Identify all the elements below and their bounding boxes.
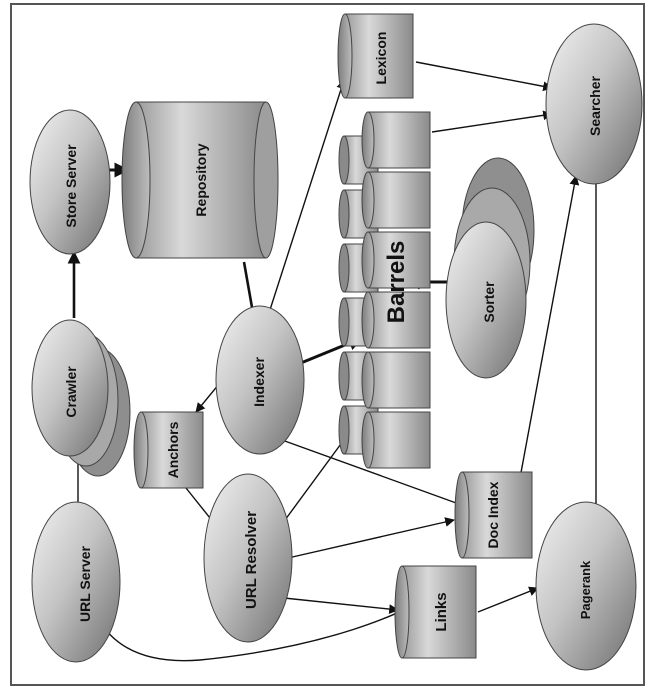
label-repository: Repository	[193, 143, 209, 216]
label-crawler: Crawler	[63, 366, 79, 418]
label-store-server: Store Server	[63, 144, 79, 228]
label-indexer: Indexer	[251, 357, 267, 407]
arrow-indexer-to-docindex	[281, 439, 471, 510]
label-pagerank: Pagerank	[578, 560, 593, 619]
label-url-resolver: URL Resolver	[243, 511, 260, 609]
anchors-cylinder	[133, 411, 204, 489]
label-doc-index: Doc Index	[485, 481, 501, 548]
label-sorter: Sorter	[481, 281, 497, 323]
urlresolver-ellipse	[203, 473, 293, 643]
crawler-ellipse	[31, 319, 131, 477]
sorter-ellipse	[445, 157, 535, 379]
links-cylinder	[394, 565, 477, 659]
docindex-cylinder	[454, 471, 533, 559]
barrels-stack	[338, 111, 431, 469]
arrow-lexicon-to-searcher	[415, 61, 553, 92]
lexicon-cylinder	[337, 13, 414, 99]
diagram-labels: URL Server Crawler Store Server Reposito…	[63, 32, 603, 632]
label-lexicon: Lexicon	[373, 32, 389, 85]
label-url-server: URL Server	[77, 545, 93, 622]
repository-cylinder	[121, 101, 279, 259]
indexer-ellipse	[215, 305, 305, 455]
label-links: Links	[433, 592, 450, 631]
storeserver-ellipse	[29, 109, 111, 255]
searcher-ellipse	[545, 23, 643, 185]
label-barrels: Barrels	[383, 241, 410, 324]
arrow-barrels-to-searcher	[431, 110, 553, 133]
urlserver-ellipse	[31, 501, 121, 663]
arrow-links-to-pagerank	[477, 586, 539, 613]
arrow-urlresolver-to-links	[283, 597, 399, 614]
label-doc-index-text: Doc Index	[485, 481, 501, 548]
arrow-docindex-to-searcher	[519, 175, 580, 479]
label-searcher: Searcher	[587, 75, 603, 135]
label-anchors: Anchors	[165, 421, 181, 478]
pagerank-ellipse	[535, 501, 637, 671]
arrow-indexer-to-lexicon	[267, 79, 346, 317]
arrow-urlresolver-to-docindex	[287, 517, 455, 559]
